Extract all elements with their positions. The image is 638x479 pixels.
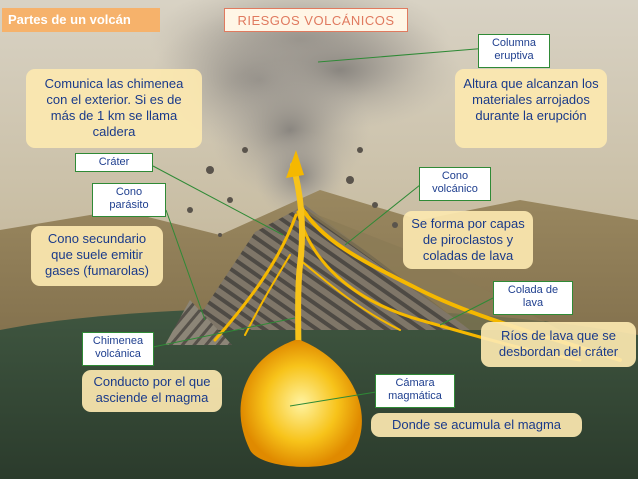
label-cono-volcanico: Cono volcánico — [419, 167, 491, 201]
label-chimenea-volcanica: Chimenea volcánica — [82, 332, 154, 366]
desc-crater: Comunica las chimenea con el exterior. S… — [26, 69, 202, 148]
desc-cono-parasito: Cono secundario que suele emitir gases (… — [31, 226, 163, 286]
desc-colada-de-lava: Ríos de lava que se desbordan del cráter — [481, 322, 636, 367]
label-colada-de-lava: Colada de lava — [493, 281, 573, 315]
desc-camara-magmatica: Donde se acumula el magma — [371, 413, 582, 437]
label-columna-eruptiva: Columna eruptiva — [478, 34, 550, 68]
label-crater: Cráter — [75, 153, 153, 172]
label-cono-parasito: Cono parásito — [92, 183, 166, 217]
desc-chimenea-volcanica: Conducto por el que asciende el magma — [82, 370, 222, 412]
desc-columna-eruptiva: Altura que alcanzan los materiales arroj… — [455, 69, 607, 148]
desc-cono-volcanico: Se forma por capas de piroclastos y cola… — [403, 211, 533, 269]
crater-eruption-glow — [286, 150, 304, 178]
tab-riesgos-volcanicos[interactable]: RIESGOS VOLCÁNICOS — [224, 8, 408, 32]
label-camara-magmatica: Cámara magmática — [375, 374, 455, 408]
tab-partes-de-un-volcan[interactable]: Partes de un volcán — [2, 8, 160, 32]
